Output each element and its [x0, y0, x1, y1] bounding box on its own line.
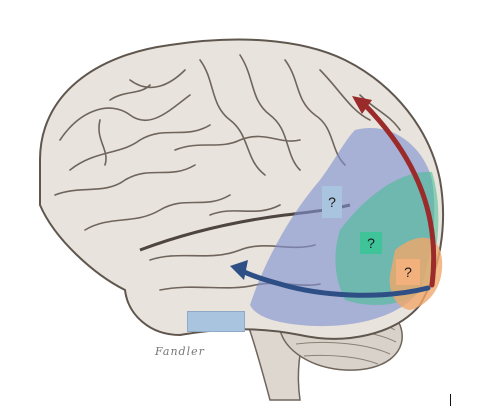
label-posterior-region[interactable]: ? — [396, 259, 420, 285]
label-upper-region[interactable]: ? — [322, 186, 342, 218]
label-temporal-region[interactable] — [187, 311, 245, 332]
dorsal-arrow — [359, 99, 437, 288]
label-middle-text: ? — [367, 235, 375, 251]
label-middle-region[interactable]: ? — [360, 232, 382, 254]
artist-signature: Fandler — [155, 345, 205, 358]
label-posterior-text: ? — [404, 264, 412, 280]
cursor-mark — [450, 394, 451, 406]
ventral-arrowhead — [230, 260, 248, 280]
dorsal-arrowhead — [352, 96, 372, 114]
ventral-arrow — [237, 267, 431, 298]
label-upper-text: ? — [328, 194, 336, 210]
